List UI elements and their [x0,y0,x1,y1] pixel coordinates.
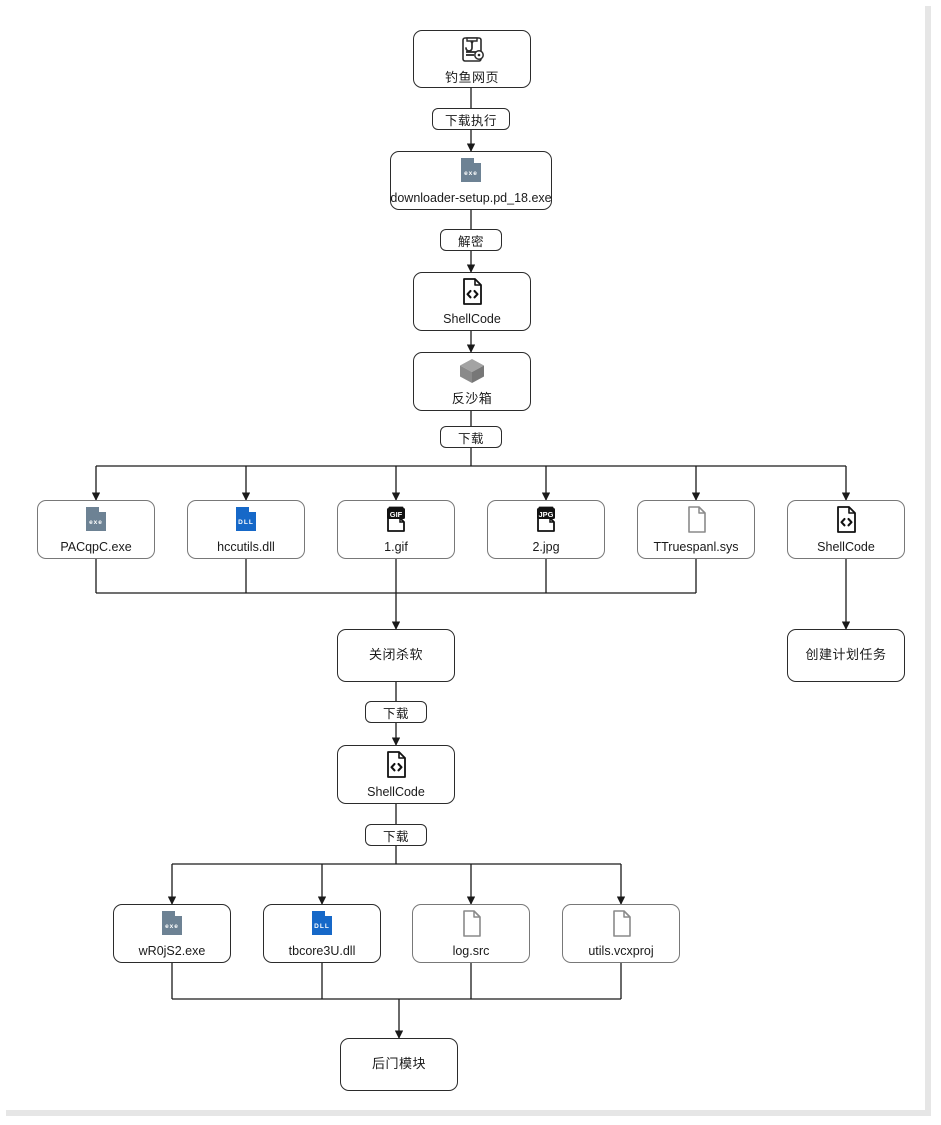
node-label: wR0jS2.exe [138,944,206,959]
edge-label-text: 解密 [457,234,484,249]
node-2-jpg[interactable]: JPG 2.jpg [487,500,605,559]
node-label: ShellCode [443,312,501,327]
node-label: 创建计划任务 [805,647,887,663]
dll-file-icon: DLL [231,504,261,539]
exe-file-icon: exe [81,504,111,539]
svg-text:DLL: DLL [314,923,330,930]
blank-file-icon [681,504,711,539]
node-anti-sandbox[interactable]: 反沙箱 [413,352,531,411]
blank-file-icon [456,908,486,943]
node-label: ShellCode [817,540,875,555]
code-file-icon [381,749,411,784]
edge-label-download-2: 下载 [365,701,427,723]
node-wr0js2-exe[interactable]: exe wR0jS2.exe [113,904,231,963]
node-shellcode-2[interactable]: ShellCode [787,500,905,559]
node-log-src[interactable]: log.src [412,904,530,963]
node-shellcode-3[interactable]: ShellCode [337,745,455,804]
node-label: ShellCode [367,785,425,800]
jpg-file-icon: JPG [531,504,561,539]
edge-label-download-1: 下载 [440,426,502,448]
node-label: hccutils.dll [217,540,275,555]
node-downloader-exe[interactable]: exe downloader-setup.pd_18.exe [390,151,552,210]
node-tbcore3u-dll[interactable]: DLL tbcore3U.dll [263,904,381,963]
svg-text:exe: exe [464,170,478,177]
node-label: TTruespanl.sys [653,540,739,555]
gif-file-icon: GIF [381,504,411,539]
edge-label-text: 下载 [382,829,409,844]
blank-file-icon [606,908,636,943]
exe-file-icon: exe [456,155,486,190]
svg-text:GIF: GIF [390,510,403,519]
edge-label-text: 下载 [457,431,484,446]
edge-label-text: 下载 [382,706,409,721]
node-label: PACqpC.exe [60,540,132,555]
edge-label-download-execute: 下载执行 [432,108,510,130]
node-utils-vcxproj[interactable]: utils.vcxproj [562,904,680,963]
node-shellcode-1[interactable]: ShellCode [413,272,531,331]
svg-text:exe: exe [89,519,103,526]
svg-text:DLL: DLL [238,519,254,526]
node-label: downloader-setup.pd_18.exe [390,191,552,206]
node-ttruespanl-sys[interactable]: TTruespanl.sys [637,500,755,559]
edge-label-text: 下载执行 [444,113,497,128]
edge-label-download-3: 下载 [365,824,427,846]
node-label: 关闭杀软 [368,647,423,663]
node-label: 后门模块 [371,1056,426,1072]
node-label: 反沙箱 [451,391,493,407]
edge-label-decrypt: 解密 [440,229,502,251]
node-label: tbcore3U.dll [288,944,356,959]
node-1-gif[interactable]: GIF 1.gif [337,500,455,559]
node-label: 1.gif [384,540,408,555]
dll-file-icon: DLL [307,908,337,943]
code-file-icon [457,276,487,311]
node-backdoor-module[interactable]: 后门模块 [340,1038,458,1091]
node-create-scheduled-task[interactable]: 创建计划任务 [787,629,905,682]
svg-text:JPG: JPG [538,510,553,519]
node-phishing-page[interactable]: 钓鱼网页 [413,30,531,88]
code-file-icon [831,504,861,539]
node-hccutils-dll[interactable]: DLL hccutils.dll [187,500,305,559]
node-label: 钓鱼网页 [444,69,499,85]
cube-icon [456,356,488,391]
node-pacqpc-exe[interactable]: exe PACqpC.exe [37,500,155,559]
node-label: utils.vcxproj [588,944,654,959]
svg-text:exe: exe [165,923,179,930]
exe-file-icon: exe [157,908,187,943]
phishing-page-icon [456,33,488,70]
node-disable-antivirus[interactable]: 关闭杀软 [337,629,455,682]
node-label: 2.jpg [532,540,560,555]
node-label: log.src [452,944,490,959]
